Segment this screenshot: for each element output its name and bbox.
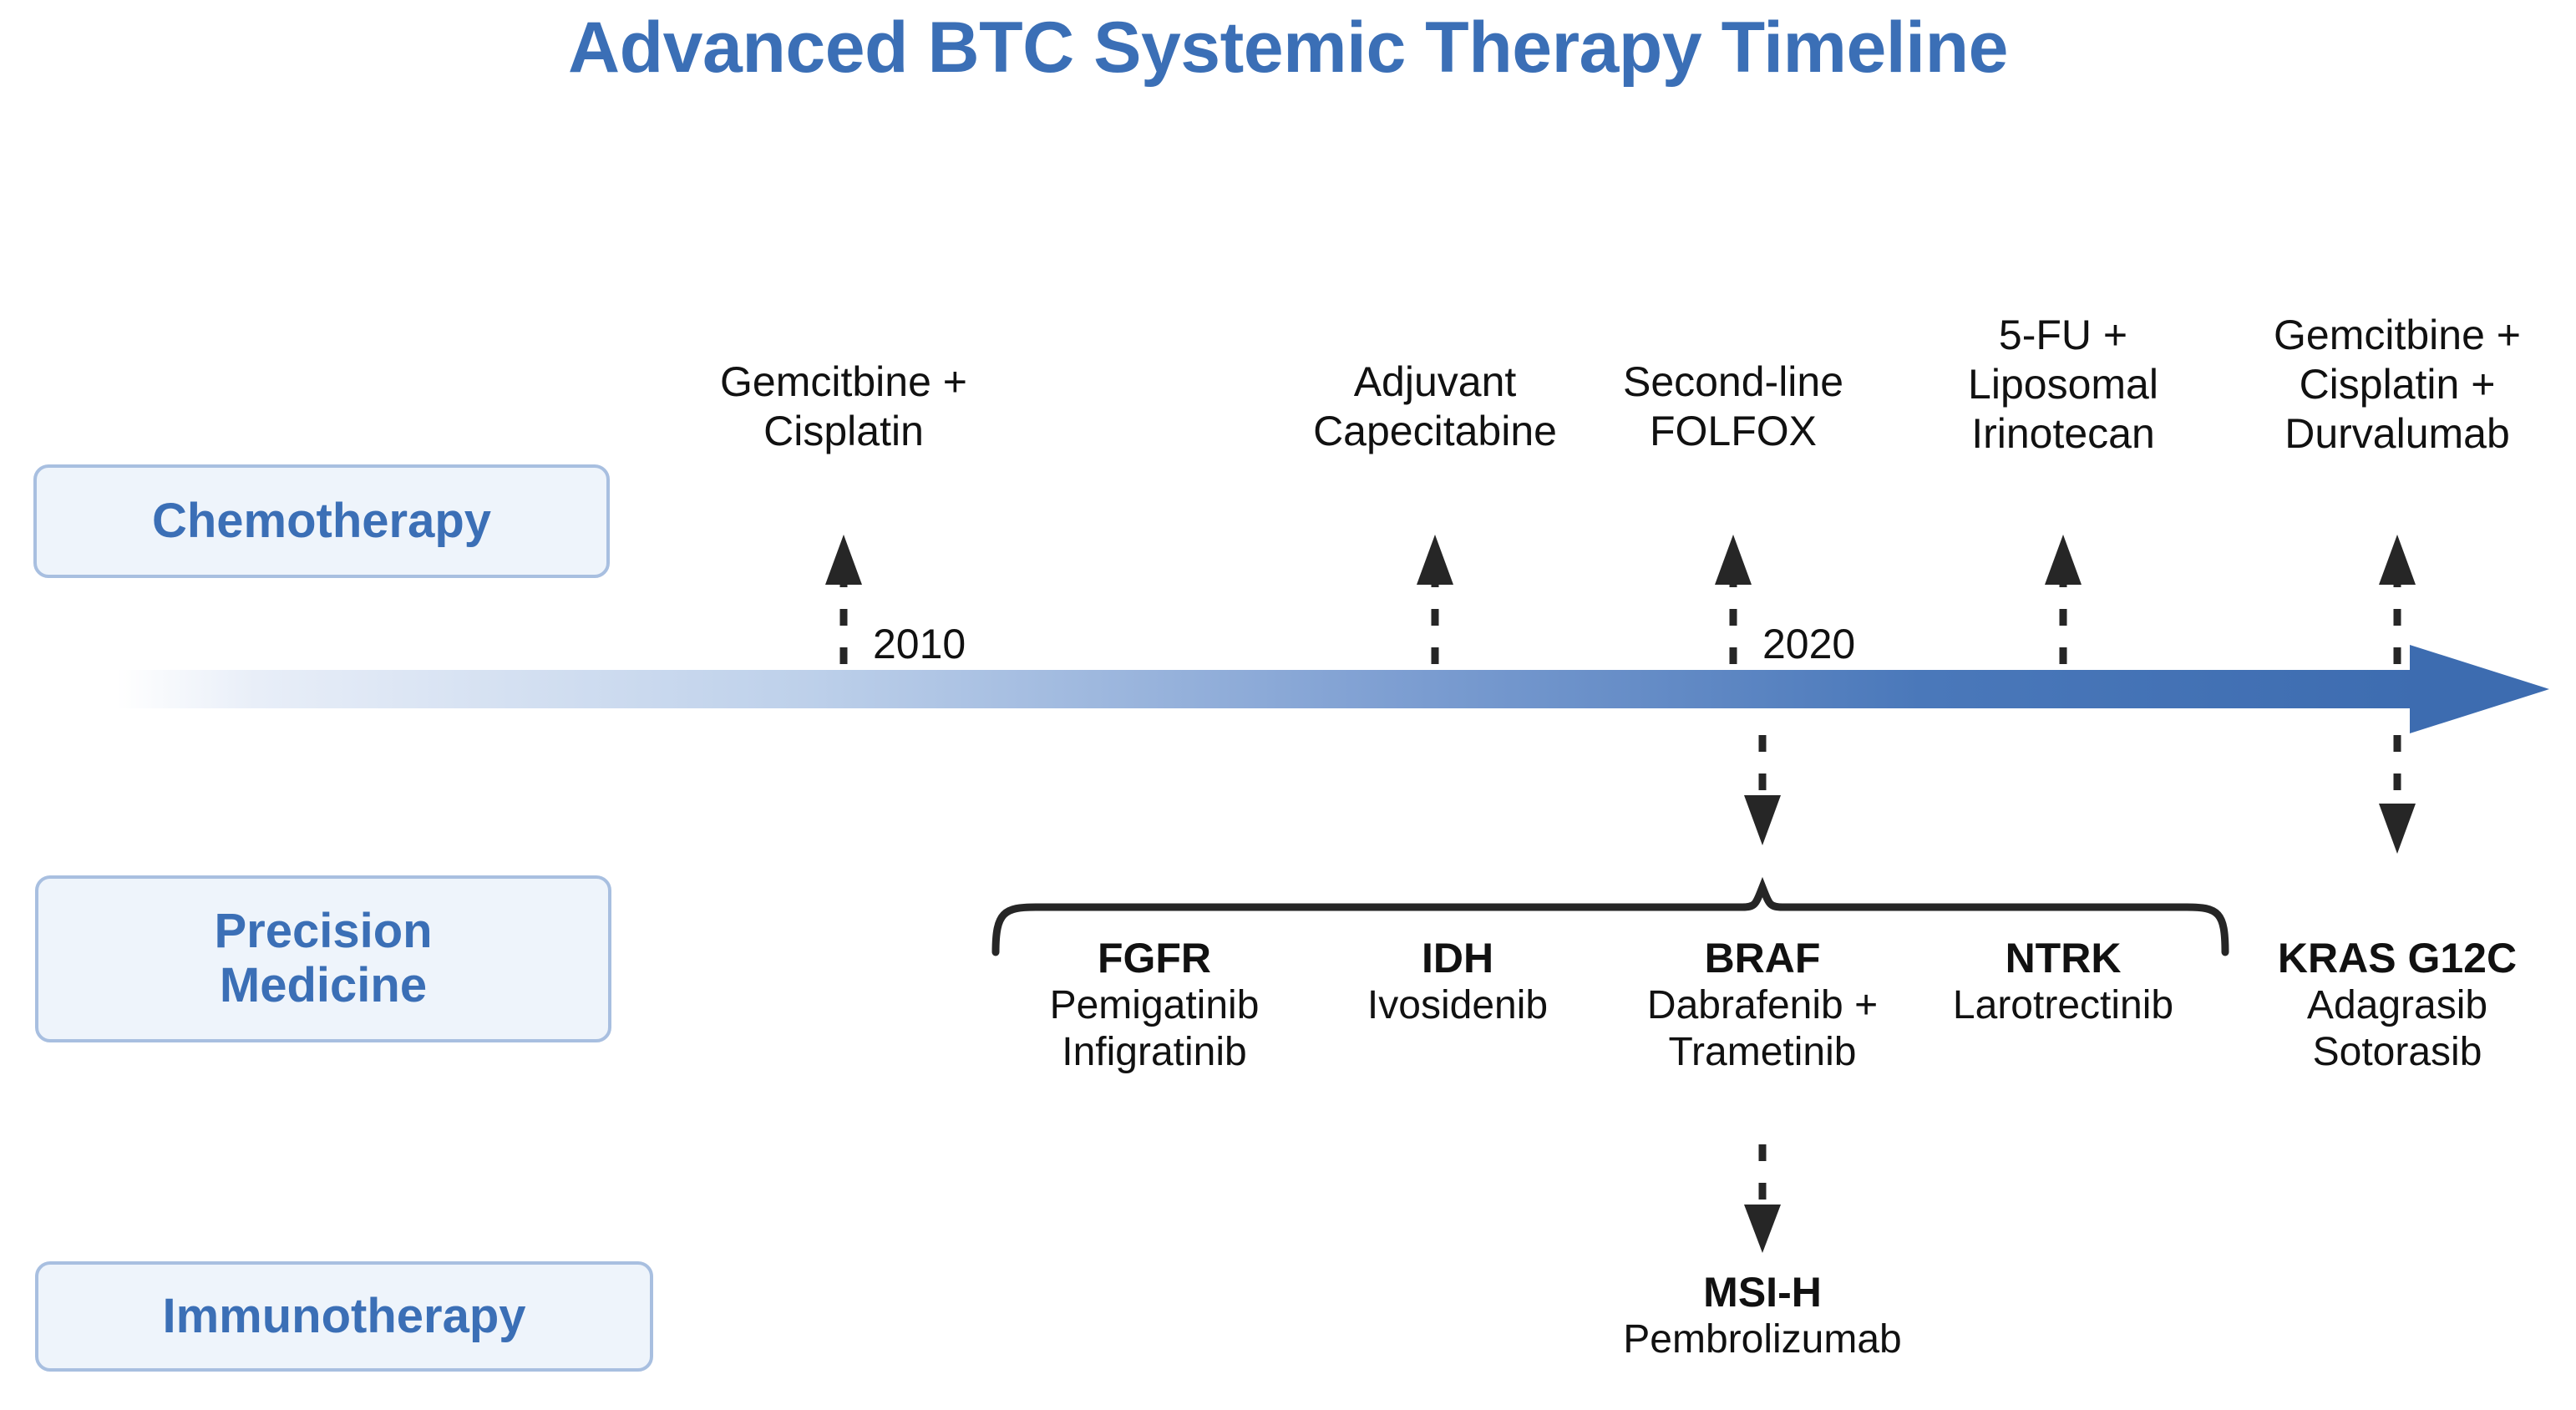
- timeline-arrow-bar: [117, 645, 2549, 733]
- page-title: Advanced BTC Systemic Therapy Timeline: [568, 8, 2008, 88]
- precision-drugs-ntrk: Larotrectinib: [1952, 983, 2174, 1027]
- precision-drugs-idh: Ivosidenib: [1367, 983, 1549, 1027]
- precision-gene-ntrk: NTRK: [2005, 935, 2122, 981]
- category-label-chemotherapy: Chemotherapy: [151, 493, 492, 548]
- chemo-item-second-line-folfox: Second-line FOLFOX: [1622, 358, 1844, 454]
- precision-gene-kras-g12c: KRAS G12C: [2277, 935, 2518, 981]
- immuno-item-msi-h: MSI-H Pembrolizumab: [1545, 1268, 1980, 1363]
- year-marker-2020: 2020: [1762, 621, 1856, 667]
- precision-connector-arrow: [1744, 735, 1781, 845]
- chemo-connector-arrows: [839, 576, 2401, 664]
- precision-item-kras-g12c: KRAS G12C Adagrasib Sotorasib: [2180, 934, 2576, 1075]
- category-label-precision-medicine: Precision Medicine: [214, 904, 433, 1012]
- category-box-chemotherapy[interactable]: Chemotherapy: [33, 464, 610, 578]
- category-label-immunotherapy: Immunotherapy: [162, 1288, 526, 1343]
- year-marker-2010: 2010: [873, 621, 966, 667]
- precision-gene-idh: IDH: [1421, 935, 1494, 981]
- chemo-item-gemcitabine-cisplatin: Gemcitbine + Cisplatin: [720, 358, 967, 454]
- timeline-graphics-layer: [117, 535, 2549, 1253]
- precision-item-braf: BRAF Dabrafenib + Trametinib: [1545, 934, 1980, 1075]
- chemo-item-gemcitabine-cisplatin-durvalumab: Gemcitbine + Cisplatin + Durvalumab: [2274, 312, 2521, 457]
- precision-item-ntrk: NTRK Larotrectinib: [1863, 934, 2264, 1029]
- chemo-item-adjuvant-capecitabine: Adjuvant Capecitabine: [1313, 358, 1557, 454]
- precision-gene-fgfr: FGFR: [1097, 935, 1212, 981]
- kras-connector-arrow: [2379, 735, 2416, 854]
- precision-drugs-braf: Dabrafenib + Trametinib: [1646, 983, 1879, 1074]
- immuno-gene-msi-h: MSI-H: [1703, 1269, 1822, 1316]
- chemo-arrowheads: [825, 535, 2416, 585]
- category-box-immunotherapy[interactable]: Immunotherapy: [35, 1261, 653, 1372]
- precision-item-fgfr: FGFR Pemigatinib Infigratinib: [937, 934, 1372, 1075]
- immuno-connector-arrow: [1744, 1144, 1781, 1253]
- precision-gene-braf: BRAF: [1704, 935, 1821, 981]
- immuno-drugs-msi-h: Pembrolizumab: [1623, 1317, 1902, 1362]
- precision-item-idh: IDH Ivosidenib: [1257, 934, 1658, 1029]
- precision-drugs-fgfr: Pemigatinib Infigratinib: [1049, 983, 1260, 1074]
- category-box-precision-medicine[interactable]: Precision Medicine: [35, 875, 611, 1042]
- chemo-item-5fu-liposomal-irinotecan: 5-FU + Liposomal Irinotecan: [1968, 312, 2158, 457]
- precision-drugs-kras-g12c: Adagrasib Sotorasib: [2306, 983, 2488, 1074]
